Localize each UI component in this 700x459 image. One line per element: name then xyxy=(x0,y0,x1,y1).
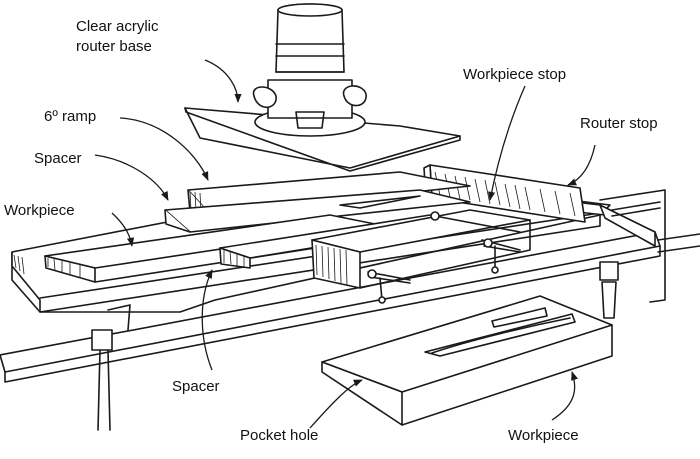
label-pocket-hole: Pocket hole xyxy=(240,427,319,444)
label-router-base-line2: router base xyxy=(76,38,152,55)
clamp-icon xyxy=(599,189,700,319)
label-workpiece-left: Workpiece xyxy=(4,202,75,219)
router-icon xyxy=(184,3,461,172)
left-clamp xyxy=(91,304,131,431)
toggle-pin-icon xyxy=(367,211,521,304)
label-ramp: 6º ramp xyxy=(44,108,97,125)
label-router-stop: Router stop xyxy=(580,115,658,132)
label-router-base-line1: Clear acrylic xyxy=(76,18,159,35)
right-workpiece xyxy=(311,209,531,289)
label-workpiece-stop: Workpiece stop xyxy=(463,66,567,83)
separate-workpiece xyxy=(321,295,613,426)
label-spacer-bottom: Spacer xyxy=(172,378,220,395)
leader-lines xyxy=(94,59,596,429)
label-workpiece-bottom: Workpiece xyxy=(508,427,579,444)
label-spacer-top: Spacer xyxy=(34,150,82,167)
